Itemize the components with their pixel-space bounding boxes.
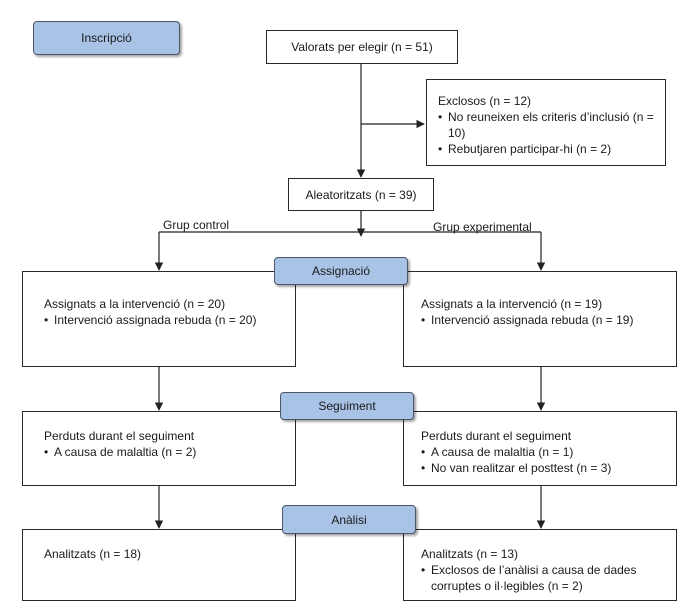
experimental-followup-box: Perduts durant el seguiment A causa de m… [403,411,677,486]
stage-enrollment: Inscripció [33,21,180,55]
control-group-label: Grup control [163,218,230,232]
control-followup-item: A causa de malaltia (n = 2) [44,444,287,460]
experimental-analysis-item: Exclosos de l’anàlisi a causa de dades c… [421,562,668,594]
assessed-box: Valorats per elegir (n = 51) [266,30,458,64]
assessed-text: Valorats per elegir (n = 51) [291,40,433,54]
control-allocation-box: Assignats a la intervenció (n = 20) Inte… [22,271,296,367]
randomized-text: Aleatoritzats (n = 39) [305,187,417,202]
excluded-title: Exclosos (n = 12) [438,94,532,108]
stage-allocation: Assignació [274,257,408,285]
randomized-box: Aleatoritzats (n = 39) [288,178,434,211]
experimental-allocation-box: Assignats a la intervenció (n = 19) Inte… [403,271,677,367]
control-analysis-box: Analitzats (n = 18) [22,529,296,601]
control-followup-box: Perduts durant el seguiment A causa de m… [22,411,296,486]
experimental-allocation-title: Assignats a la intervenció (n = 19) [421,297,603,311]
experimental-analysis-title: Analitzats (n = 13) [421,547,519,561]
control-analysis-title: Analitzats (n = 18) [44,547,142,561]
excluded-box: Exclosos (n = 12) No reuneixen els crite… [426,79,666,166]
stage-enrollment-label: Inscripció [81,31,132,45]
excluded-item: No reuneixen els criteris d’inclusió (n … [438,109,655,141]
control-followup-title: Perduts durant el seguiment [44,429,195,443]
experimental-followup-item: No van realitzar el posttest (n = 3) [421,460,668,476]
experimental-group-label: Grup experimental [433,220,532,234]
control-allocation-title: Assignats a la intervenció (n = 20) [44,297,226,311]
stage-analysis: Anàlisi [282,505,416,534]
stage-follow-up: Seguiment [280,392,414,420]
experimental-analysis-box: Analitzats (n = 13) Exclosos de l’anàlis… [403,529,677,601]
control-allocation-item: Intervenció assignada rebuda (n = 20) [44,312,287,328]
excluded-item: Rebutjaren participar-hi (n = 2) [438,141,655,157]
stage-allocation-label: Assignació [311,264,371,278]
experimental-followup-item: A causa de malaltia (n = 1) [421,444,668,460]
experimental-followup-title: Perduts durant el seguiment [421,429,572,443]
stage-analysis-label: Anàlisi [331,512,367,527]
experimental-allocation-item: Intervenció assignada rebuda (n = 19) [421,312,668,328]
stage-follow-up-label: Seguiment [318,399,376,413]
